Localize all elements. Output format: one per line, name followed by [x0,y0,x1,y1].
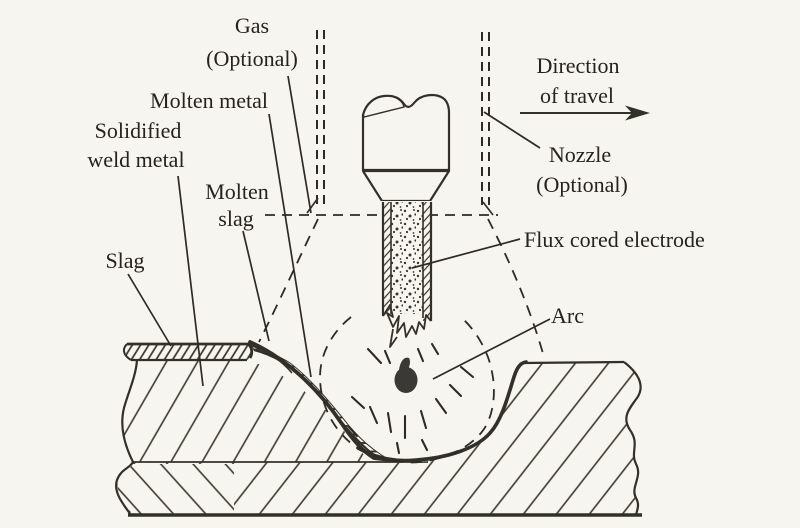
leader-arc [432,318,551,380]
slag-lens-divider [249,344,293,374]
nozzle-right-corner-dash [482,201,494,216]
label-nozzle: Nozzle [549,142,611,167]
base-left-edge [115,461,134,516]
nozzle-left-corner-dash [306,197,319,214]
leader-slag [127,273,172,347]
contact-tube-break-section [362,95,405,118]
flux-core [391,202,423,314]
label-arc: Arc [551,303,584,328]
leader-solidified-weld-metal [177,175,204,387]
label-weld-metal: weld metal [87,147,184,172]
slag-strip-top-edge [127,342,254,359]
arc-rays [347,342,475,455]
electrode-tip-melted [382,304,432,338]
electrode-wall-inner-lines [390,202,424,318]
leader-flux-cored-electrode [411,238,521,269]
right-edge-wavy [623,361,642,516]
leader-molten-slag [242,230,270,342]
leader-lines [127,75,551,387]
arc-spot-tip [399,357,410,373]
labels: Gas (Optional) Molten metal Solidified w… [87,13,704,328]
workpiece [115,359,642,517]
leader-nozzle [483,111,541,149]
weld-metal-left-edge [121,359,139,463]
molten-metal-area [250,322,520,462]
label-molten-metal: Molten metal [150,88,268,113]
right-block-top-edge [521,360,625,365]
arc-spot [394,357,418,393]
slag-layer [122,342,293,374]
weld-pool [250,322,528,463]
direction-arrow-head [625,105,650,121]
weld-pool-outline [356,360,528,463]
leader-gas [287,75,312,214]
direction-arrow [520,105,650,121]
gas-envelope-right-dashed [487,218,545,358]
flux-cored-electrode [381,201,433,348]
label-flux-cored-electrode: Flux cored electrode [524,227,705,252]
electrode-tip-drip [389,328,398,348]
label-slag: Slag [105,248,144,273]
slag-strip [123,344,253,360]
label-gas-optional: (Optional) [206,46,298,71]
base-metal-section [116,362,641,515]
label-molten-slag-2: slag [218,206,253,231]
label-of-travel: of travel [540,83,614,108]
electrode-wall-right [423,202,431,321]
leader-molten-metal [268,113,312,378]
arc-gas-boundary-dashed [319,316,495,464]
label-molten-slag-1: Molten [205,179,269,204]
solidified-weld-metal-section [122,360,372,462]
slag-strip-left-end [122,343,132,361]
label-solidified: Solidified [95,118,182,143]
base-metal-left-hatch-lines [117,464,234,514]
label-nozzle-optional: (Optional) [536,172,628,197]
electrode-wall-lines [381,202,433,321]
electrode-wall-left [383,202,391,316]
label-gas: Gas [235,13,269,38]
label-direction: Direction [536,53,619,78]
